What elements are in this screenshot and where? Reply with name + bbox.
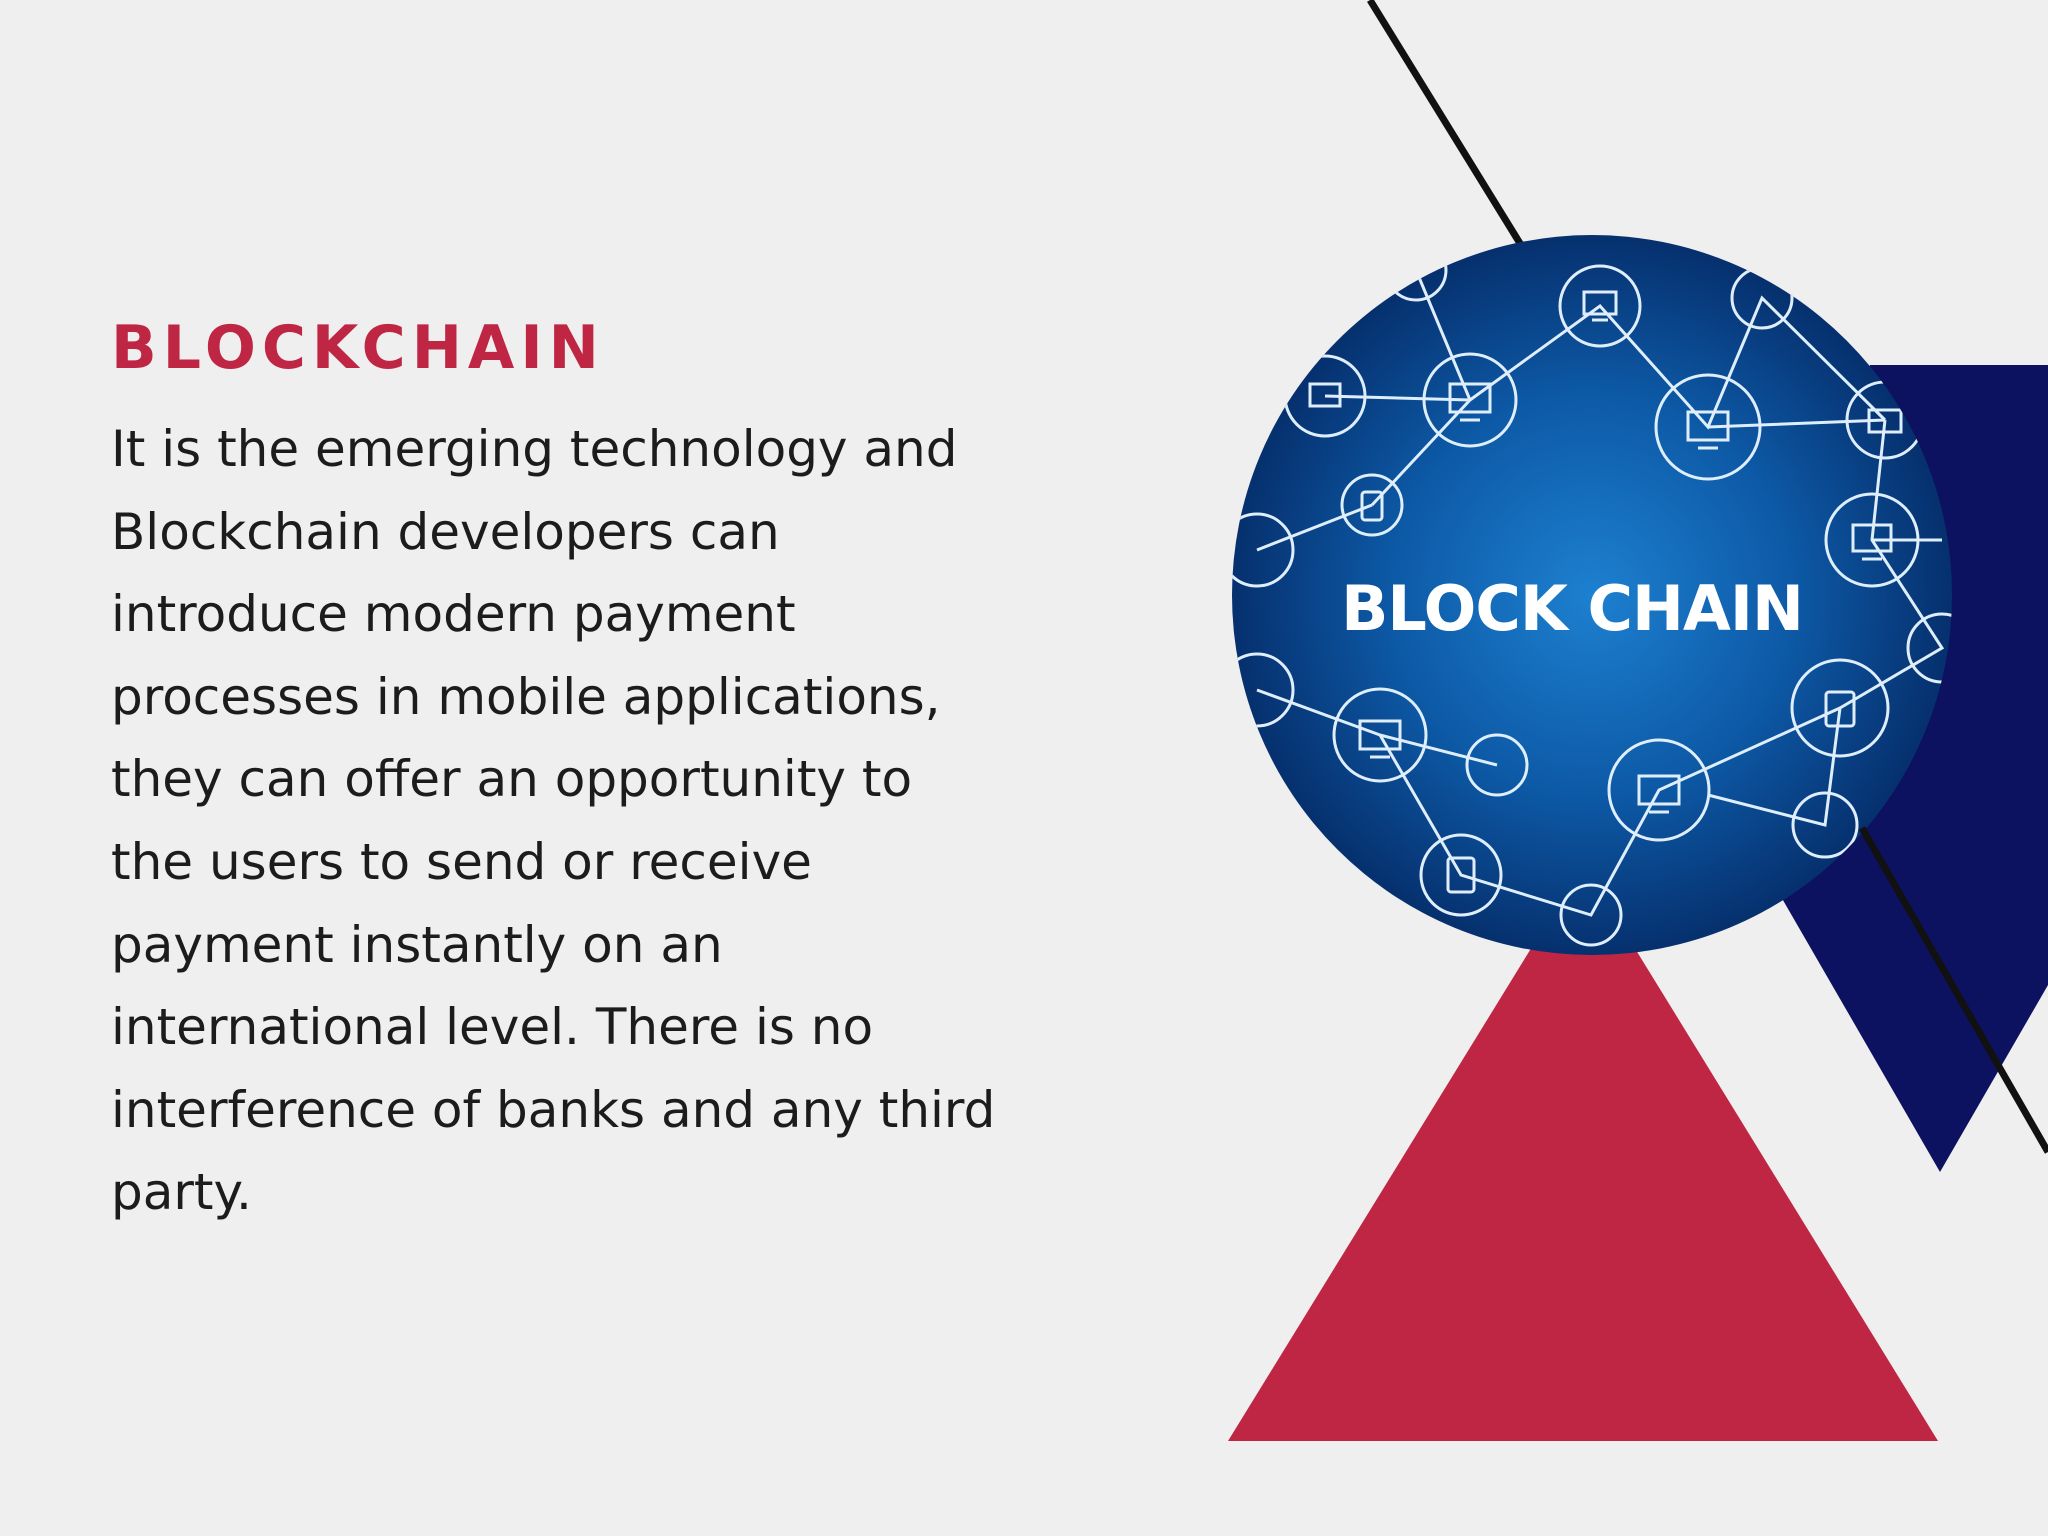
- tablet-icon: [1360, 490, 1856, 894]
- node-icons: [1232, 238, 1952, 947]
- diagonal-line-lower: [1858, 826, 2048, 1154]
- body-line: they can offer an opportunity to: [111, 750, 913, 809]
- body-line: Blockchain developers can: [111, 502, 780, 561]
- body-line: international level. There is no: [111, 998, 874, 1057]
- blockchain-circle: [1232, 235, 1952, 955]
- diagonal-line-upper: [1367, 0, 1524, 247]
- slide-heading: BLOCKCHAIN: [111, 313, 605, 383]
- slide-body-text: It is the emerging technology and Blockc…: [111, 408, 996, 1234]
- computer-icon: [1308, 290, 1903, 814]
- red-triangle-shape: [1228, 864, 1938, 1441]
- body-line: the users to send or receive: [111, 832, 812, 891]
- body-line: party.: [111, 1163, 252, 1222]
- body-line: It is the emerging technology and: [111, 420, 958, 478]
- body-line: introduce modern payment: [111, 585, 796, 644]
- body-line: interference of banks and any third: [111, 1080, 996, 1139]
- blockchain-image-label: BLOCK CHAIN: [1341, 572, 1803, 645]
- body-line: payment instantly on an: [111, 915, 723, 974]
- network-graph: [1232, 238, 1952, 947]
- blockchain-image: BLOCK CHAIN: [1232, 235, 1952, 955]
- body-line: processes in mobile applications,: [111, 667, 941, 726]
